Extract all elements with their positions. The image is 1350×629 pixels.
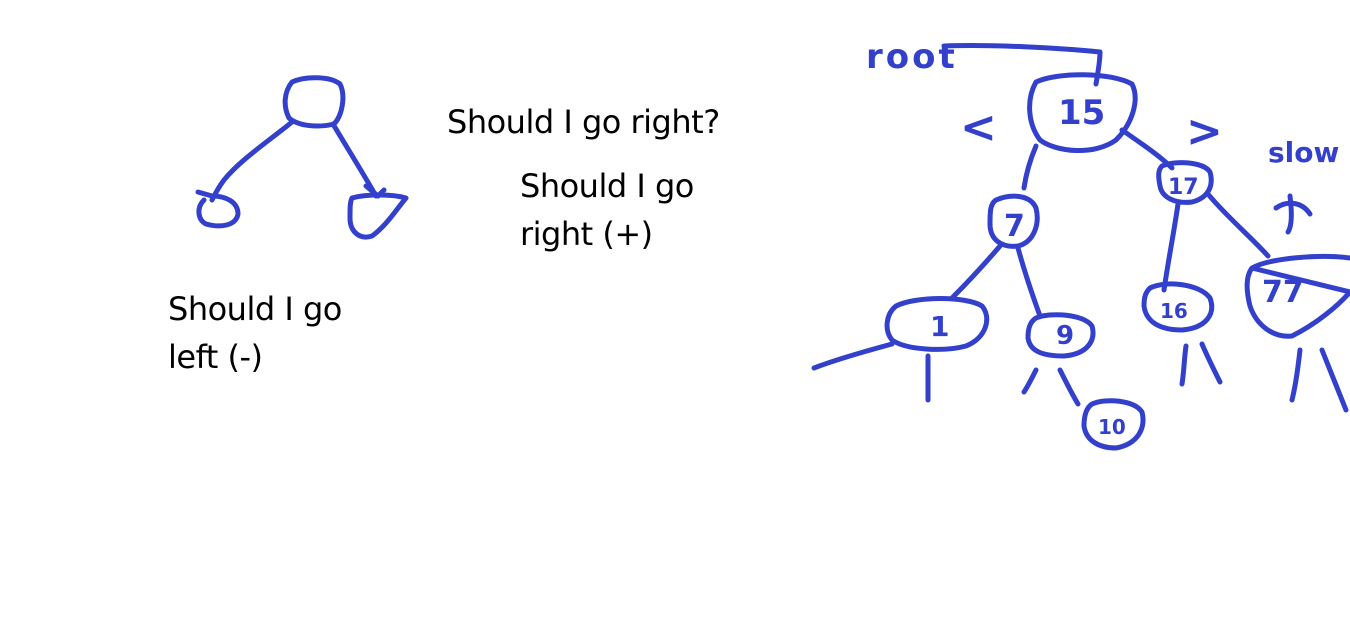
node-15 [1027,72,1138,153]
node-9-left-null [1021,367,1039,395]
root-label: root [866,37,958,77]
note-right-plus-line2: right (+) [520,215,653,253]
node-9-value: 9 [1056,321,1074,351]
note-left-minus-line2: left (-) [168,338,263,376]
note-go-left-minus: Should I go left (-) [168,285,342,381]
note-should-i-go-right: Should I go right? [447,98,720,146]
node-10-value: 10 [1098,415,1126,439]
node-17-value: 17 [1168,175,1199,200]
node-77 [1244,253,1350,339]
less-than-mark: < [960,102,997,153]
node-77-value: 77 [1262,275,1304,310]
edge-15-17 [1119,127,1175,171]
edge-17-16 [1161,201,1181,293]
node-1-value: 1 [930,310,949,343]
generic-root-node [282,75,346,129]
node-16-left-null [1179,343,1189,387]
generic-left-node [195,189,241,229]
node-9-right-edge [1057,367,1081,407]
bst-sketch: root 15 < > slow 7 17 1 9 [811,37,1350,451]
node-1 [884,296,990,352]
node-7-value: 7 [1004,209,1025,244]
slow-mark [1273,193,1313,235]
node-77-right-null [1319,347,1349,413]
edge-15-7 [1021,143,1039,191]
node-9 [1025,312,1096,359]
node-1-left-null [811,341,895,371]
note-right-plus-line1: Should I go [520,167,694,205]
note-go-right-plus: Should I go right (+) [520,162,694,258]
edge-17-77 [1205,191,1271,259]
note-right-question-text: Should I go right? [447,103,720,141]
node-16-value: 16 [1160,299,1188,323]
edge-7-1 [949,243,1003,301]
node-10 [1081,398,1146,451]
generic-left-edge [209,119,295,203]
node-16 [1141,281,1215,333]
generic-tree-sketch [195,75,409,240]
slow-label: slow [1268,136,1339,169]
root-pointer [941,42,1103,87]
node-15-value: 15 [1058,93,1105,133]
node-17 [1156,160,1214,205]
edge-7-9 [1015,245,1043,319]
node-77-left-null [1289,347,1303,403]
greater-than-mark: > [1186,106,1223,157]
note-left-minus-line1: Should I go [168,290,342,328]
node-16-right-null [1199,341,1223,385]
generic-right-node [347,192,409,240]
generic-right-edge [330,121,379,199]
